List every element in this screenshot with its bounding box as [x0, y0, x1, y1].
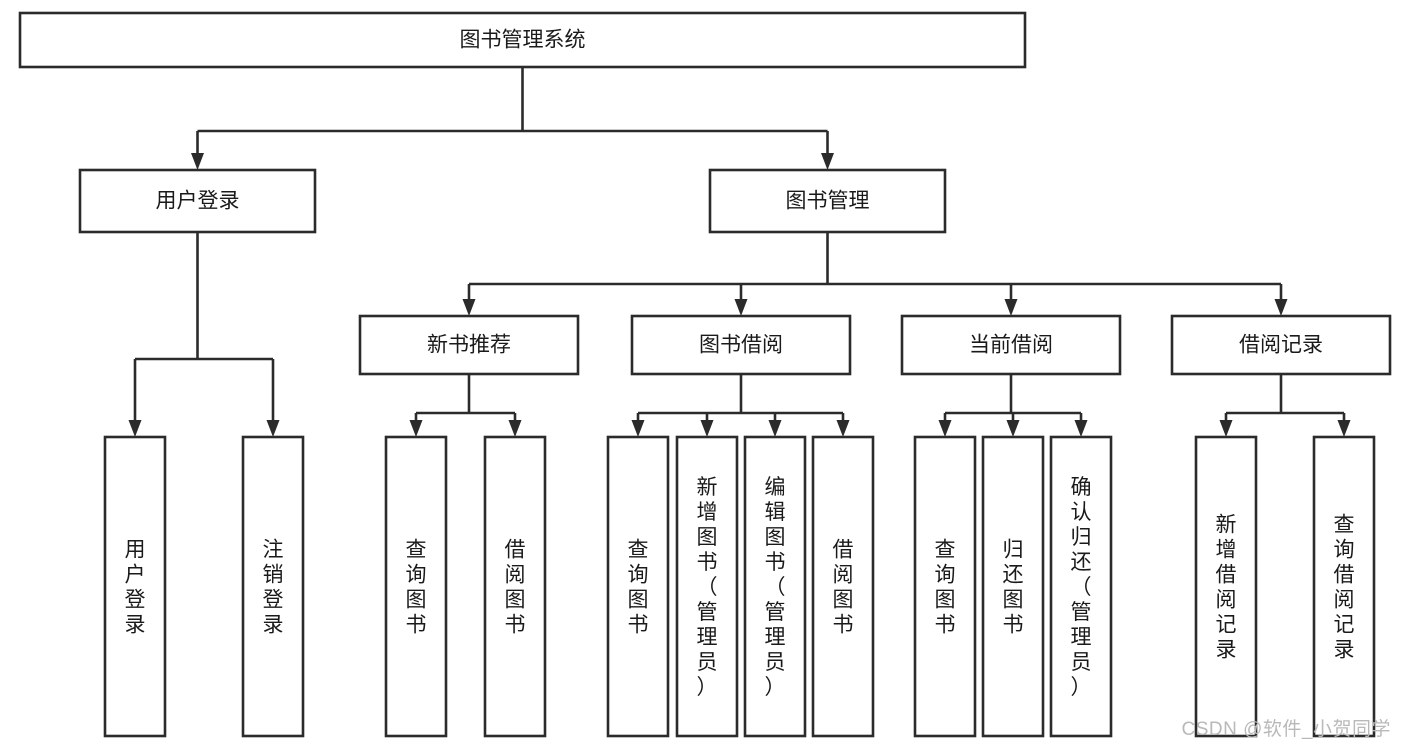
- node-leaf-current-query[interactable]: 查询图书: [913, 435, 977, 738]
- node-leaf-borrow-add[interactable]: 新增图书（管理员）: [675, 435, 739, 738]
- watermark-text: CSDN @软件_小贺同学: [1181, 719, 1391, 740]
- arrow-head-icon: [1337, 420, 1351, 437]
- node-box[interactable]: [811, 435, 875, 738]
- node-root[interactable]: 图书管理系统: [18, 11, 1027, 69]
- node-login[interactable]: 用户登录: [78, 168, 317, 234]
- node-label: 查询图书: [628, 539, 649, 637]
- arrow-head-icon: [734, 299, 748, 316]
- node-bookmgmt[interactable]: 图书管理: [708, 168, 947, 234]
- arrow-head-icon: [409, 420, 423, 437]
- node-box[interactable]: [384, 435, 448, 738]
- node-leaf-user-login[interactable]: 用户登录: [103, 435, 167, 738]
- node-label: 注销登录: [263, 539, 284, 637]
- node-box[interactable]: [1194, 435, 1258, 738]
- arrow-head-icon: [1074, 420, 1088, 437]
- node-label: 当前借阅: [969, 334, 1053, 357]
- node-label: 编辑图书（管理员）: [765, 476, 786, 699]
- arrow-head-icon: [462, 299, 476, 316]
- node-label: 借阅记录: [1239, 334, 1323, 357]
- arrow-head-icon: [836, 420, 850, 437]
- node-label: 查询图书: [406, 539, 427, 637]
- node-label: 图书借阅: [699, 334, 783, 357]
- node-label: 用户登录: [125, 539, 146, 637]
- node-box[interactable]: [743, 435, 807, 738]
- node-box[interactable]: [1170, 314, 1392, 376]
- node-label: 图书管理系统: [460, 29, 586, 52]
- arrow-head-icon: [1219, 420, 1233, 437]
- node-label: 新增图书（管理员）: [697, 476, 718, 699]
- arrow-head-icon: [938, 420, 952, 437]
- node-record[interactable]: 借阅记录: [1170, 314, 1392, 376]
- node-box[interactable]: [630, 314, 852, 376]
- node-box[interactable]: [358, 314, 580, 376]
- node-leaf-user-logout[interactable]: 注销登录: [241, 435, 305, 738]
- node-box[interactable]: [981, 435, 1045, 738]
- node-borrow[interactable]: 图书借阅: [630, 314, 852, 376]
- arrow-head-icon: [1006, 420, 1020, 437]
- node-box[interactable]: [675, 435, 739, 738]
- node-box[interactable]: [241, 435, 305, 738]
- node-leaf-record-add[interactable]: 新增借阅记录: [1194, 435, 1258, 738]
- arrow-head-icon: [1004, 299, 1018, 316]
- node-label: 图书管理: [786, 190, 870, 213]
- node-label: 查询借阅记录: [1334, 514, 1355, 662]
- node-box[interactable]: [78, 168, 317, 234]
- arrow-head-icon: [768, 420, 782, 437]
- node-label: 借阅图书: [833, 539, 854, 637]
- node-box[interactable]: [483, 435, 547, 738]
- node-newbook[interactable]: 新书推荐: [358, 314, 580, 376]
- node-leaf-borrow-edit[interactable]: 编辑图书（管理员）: [743, 435, 807, 738]
- node-leaf-borrow-do[interactable]: 借阅图书: [811, 435, 875, 738]
- arrow-head-icon: [266, 420, 280, 437]
- node-current[interactable]: 当前借阅: [900, 314, 1122, 376]
- node-leaf-current-return[interactable]: 归还图书: [981, 435, 1045, 738]
- node-leaf-new-borrow[interactable]: 借阅图书: [483, 435, 547, 738]
- arrow-head-icon: [700, 420, 714, 437]
- arrow-head-icon: [191, 153, 204, 170]
- arrow-head-icon: [821, 153, 834, 170]
- node-box[interactable]: [1312, 435, 1376, 738]
- arrow-head-icon: [128, 420, 142, 437]
- node-box[interactable]: [1049, 435, 1113, 738]
- node-leaf-record-query[interactable]: 查询借阅记录: [1312, 435, 1376, 738]
- node-label: 确认归还（管理员）: [1071, 476, 1092, 699]
- node-label: 归还图书: [1003, 539, 1024, 637]
- node-label: 查询图书: [935, 539, 956, 637]
- node-label: 借阅图书: [505, 539, 526, 637]
- connector-layer: [128, 67, 1351, 437]
- arrow-head-icon: [1274, 299, 1288, 316]
- node-label: 用户登录: [156, 190, 240, 213]
- node-label: 新书推荐: [427, 334, 511, 357]
- node-layer: 图书管理系统用户登录图书管理新书推荐图书借阅当前借阅借阅记录用户登录注销登录查询…: [18, 11, 1392, 738]
- node-box[interactable]: [606, 435, 670, 738]
- node-leaf-current-confirm[interactable]: 确认归还（管理员）: [1049, 435, 1113, 738]
- node-box[interactable]: [18, 11, 1027, 69]
- node-box[interactable]: [913, 435, 977, 738]
- arrow-head-icon: [508, 420, 522, 437]
- node-leaf-borrow-query[interactable]: 查询图书: [606, 435, 670, 738]
- arrow-head-icon: [631, 420, 645, 437]
- node-box[interactable]: [708, 168, 947, 234]
- node-box[interactable]: [900, 314, 1122, 376]
- node-leaf-new-query[interactable]: 查询图书: [384, 435, 448, 738]
- node-label: 新增借阅记录: [1216, 514, 1237, 662]
- node-box[interactable]: [103, 435, 167, 738]
